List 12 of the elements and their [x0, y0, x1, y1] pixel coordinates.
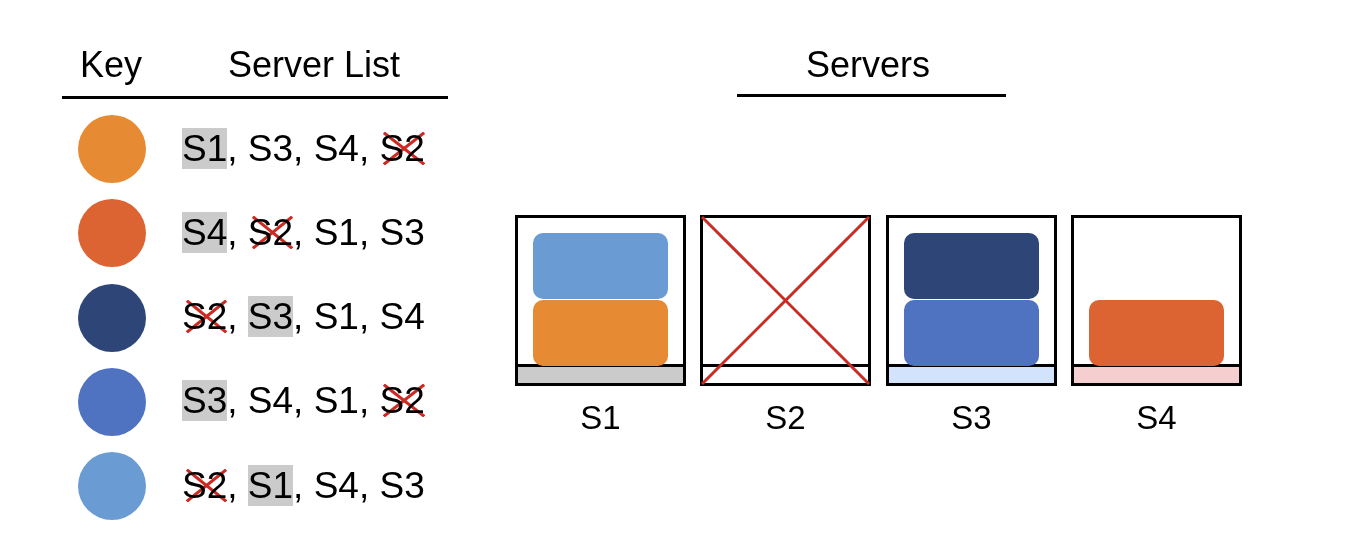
server-label: S4 — [1135, 399, 1178, 437]
column-heading: Servers — [806, 44, 931, 86]
server-label: S3 — [950, 399, 993, 437]
key-block — [904, 300, 1039, 366]
column-heading: Server List — [228, 44, 401, 86]
key-block — [904, 233, 1039, 299]
server-label: S2 — [764, 399, 807, 437]
server-label: S1 — [579, 399, 622, 437]
key-block — [533, 300, 668, 366]
key-block — [533, 233, 668, 299]
key-block — [1089, 300, 1224, 366]
column-heading: Key — [80, 44, 143, 86]
